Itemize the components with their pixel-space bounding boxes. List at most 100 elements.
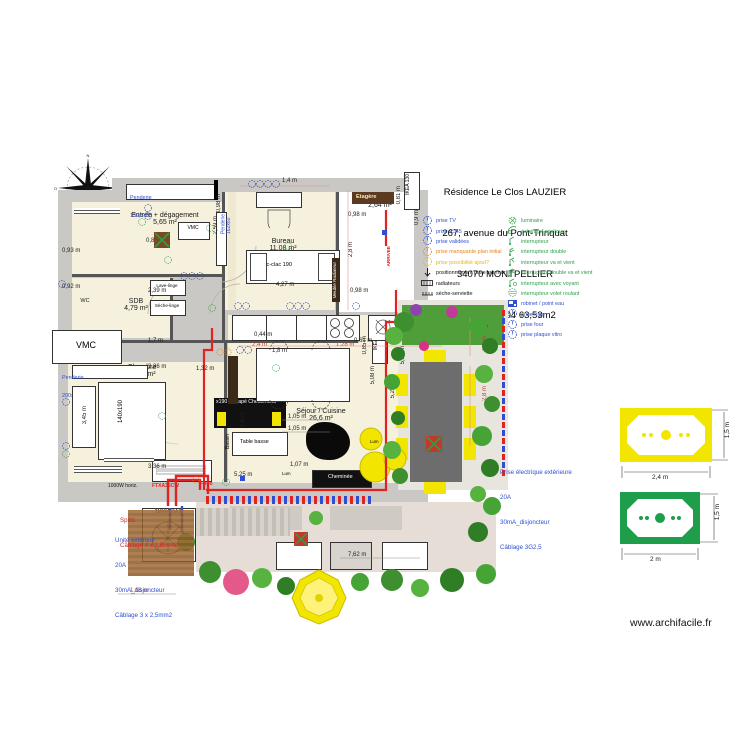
room-area-couloir: 2,64 m² [368, 202, 392, 209]
legend-item-label: prise possibilité ajout? [436, 259, 490, 266]
legend-item[interactable]: éclairage applique [505, 226, 615, 236]
legend-item[interactable]: interrupteur [505, 237, 615, 247]
dim-top-1: 1,4 m [282, 178, 298, 184]
dim-liv-6: 1,6 m [240, 412, 246, 428]
dim-off-1: 4,27 m [276, 282, 295, 288]
balcony-chair-r2[interactable] [464, 406, 476, 428]
dim-liv-8: 0,85 m [362, 336, 368, 355]
penderie-2-size: 200x67 [62, 393, 80, 400]
furniture-cheminee-label: Cheminée [328, 474, 353, 480]
dim-off-2: 2,8 m [348, 242, 354, 258]
furniture-ikea-130[interactable] [404, 172, 420, 210]
dim-off-3: 0,61 m [354, 338, 373, 344]
room-label-sdb: SDB 4,79 m² [108, 298, 164, 312]
legend-item-label: prise frigo [521, 311, 545, 318]
hatch-marker-3 [294, 532, 308, 546]
legend-item-label: interrupteur [521, 238, 549, 245]
canape-seat-right [272, 412, 281, 426]
legend-item[interactable]: robinet / point eau [505, 299, 615, 309]
planter-yellow-3 [383, 447, 407, 471]
legend-item-label: éclairage applique [521, 228, 565, 235]
room-name-entree: Entrée + dégagement [131, 212, 199, 219]
furniture-meuble-radiateur[interactable] [332, 258, 340, 302]
cable-label-vertical: ARRIVEE [386, 246, 391, 267]
legend-item[interactable]: prise four [505, 319, 615, 330]
legend-item[interactable]: prise validées [420, 236, 540, 247]
light-fixture-icon [505, 215, 519, 228]
furniture-vmc-box[interactable] [52, 330, 122, 364]
terrace-lounger-2[interactable] [330, 542, 372, 570]
legend-item[interactable]: interrupteur volet roulant [505, 287, 615, 300]
balcony-chair-bottom[interactable] [424, 482, 446, 494]
floor-plan-canvas[interactable]: Entrée + dégagement 5,65 m² Couloir 2,64… [0, 150, 620, 625]
switch-indicator-icon [505, 277, 519, 290]
legend-item[interactable]: interrupteur double [505, 247, 615, 257]
legend-item[interactable]: positionnement prise sur mur [420, 267, 540, 278]
parasol-icon[interactable] [290, 568, 348, 626]
dim-bed-3: 3,36 m [148, 464, 167, 470]
dim-left-5: 1,32 m [196, 366, 215, 372]
furniture-penderie-2-label: Penderie 200x67 [62, 363, 84, 411]
switch-shutter-icon [505, 287, 519, 300]
legend-item-label: radiateurs [436, 280, 460, 287]
furniture-penderie-2[interactable] [72, 365, 148, 379]
legend-item[interactable]: sèche-serviette [420, 289, 540, 299]
legend-item[interactable]: prise plaque vitro [505, 330, 615, 340]
legend-item[interactable]: interrupteur va et vient [505, 257, 615, 268]
legend-item[interactable]: prise frigo [505, 309, 615, 320]
terrace-lounger-3[interactable] [382, 542, 428, 570]
legend-item[interactable]: interrupteur double va et vient [505, 268, 615, 278]
furniture-etagere[interactable] [352, 192, 394, 204]
dim-liv-5: 5,25 m [234, 472, 253, 478]
room-name-sdb: SDB [128, 298, 144, 305]
legend-item[interactable]: interrupteur avec voyant [505, 278, 615, 288]
balcony-chair-r3[interactable] [464, 438, 476, 460]
socket-tv-icon [420, 215, 434, 228]
dining-table[interactable] [256, 348, 350, 402]
hob-burners-icon [330, 318, 354, 338]
outdoor-socket-l3: 30mA_disjoncteur [500, 518, 550, 526]
balcony-chair-top[interactable] [424, 350, 446, 362]
hatch-marker-1 [154, 232, 170, 248]
kitchen-unit-3[interactable] [296, 315, 328, 341]
legend-item[interactable]: prise TV [420, 215, 540, 228]
annotation-outdoor-unit: Unité extérieur 20A 30mA_disjoncteur Câb… [115, 520, 172, 629]
furniture-bed[interactable] [98, 382, 166, 460]
furniture-penderie-3[interactable] [216, 212, 227, 266]
legend-item[interactable]: prise manquante plan initial [420, 246, 540, 257]
furniture-lave-linge[interactable] [150, 280, 186, 296]
balcony-chair-l2[interactable] [396, 406, 408, 428]
penderie-3-size: 162x60 [226, 217, 233, 235]
detail-yellow-height: 1,5 m [724, 422, 731, 439]
water-tap-icon [505, 298, 519, 311]
seche-linge-label: Sèche-linge [154, 303, 180, 308]
balcony-chair-l1[interactable] [396, 374, 408, 396]
furniture-penderie-3-label: Penderie 162x60 [216, 214, 238, 240]
legend-item[interactable]: luminaire [505, 216, 615, 226]
legend-item-label: interrupteur va et vient [521, 259, 575, 266]
legend-item[interactable]: radiateurs [420, 278, 540, 288]
sink-icon [375, 319, 391, 335]
dim-left-2: 0,92 m [62, 284, 81, 290]
legend-item-label: prise plaque vitro [521, 332, 563, 339]
furniture-seche-linge[interactable] [150, 300, 186, 316]
title-line-3: 34070 MONTPELLIER [456, 269, 554, 281]
detail-diagram-green: 2 m 1,5 m [620, 492, 735, 572]
legend-item-label: prise manquante plan initial [436, 249, 502, 256]
splits-l1: Splits [120, 516, 136, 524]
footer-url: www.archifacile.fr [630, 617, 712, 629]
balcony-table[interactable] [410, 362, 462, 482]
terrace-lounger-1[interactable] [276, 542, 322, 570]
desk[interactable] [256, 192, 302, 208]
balcony-chair-r1[interactable] [464, 374, 476, 396]
desk-chair-icon [267, 209, 291, 228]
towel-dryer-icon [420, 289, 434, 299]
legend-item[interactable]: prise possibilité ajout? [420, 257, 540, 268]
legend-item[interactable]: prise RJ45 [420, 226, 540, 236]
room-name-bureau: Bureau [271, 238, 295, 245]
penderie-1-name: Penderie [130, 195, 152, 202]
switch-icon [505, 235, 519, 248]
legend-item-label: positionnement prise sur mur [436, 270, 506, 277]
dim-liv-4: 1,07 m [290, 462, 309, 468]
dim-bed-2: 1,05 m [288, 426, 307, 432]
